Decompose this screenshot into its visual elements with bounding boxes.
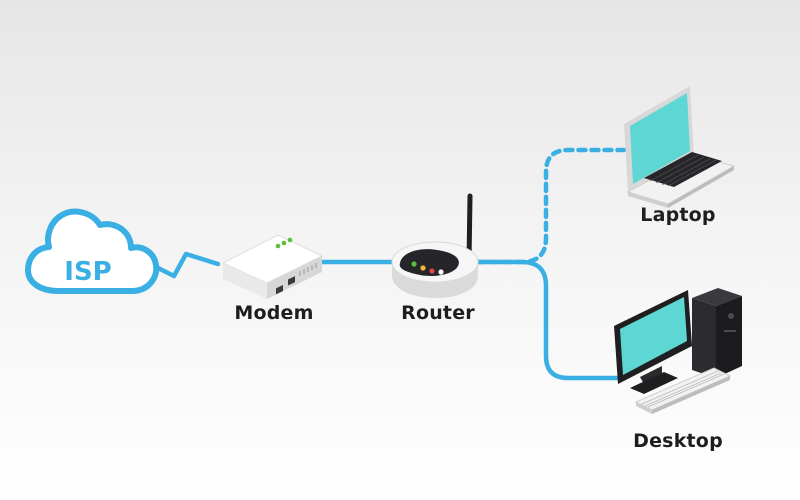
laptop-icon xyxy=(624,86,736,208)
desktop-screen xyxy=(620,297,687,375)
modem-icon xyxy=(221,234,324,299)
link-router-laptop xyxy=(475,147,627,265)
modem-port xyxy=(288,276,295,286)
modem-port xyxy=(276,284,283,295)
laptop-keyboard xyxy=(644,152,722,187)
link-router-desktop xyxy=(475,259,623,381)
modem-led-1 xyxy=(275,243,281,249)
router-icon xyxy=(391,193,479,298)
modem-led-2 xyxy=(281,240,287,246)
modem-led-3 xyxy=(287,237,293,243)
isp-label: ISP xyxy=(64,257,111,287)
router-led-4 xyxy=(438,269,444,275)
modem-label: Modem xyxy=(234,302,314,324)
router-led-3 xyxy=(429,268,435,274)
desktop-icon xyxy=(614,288,742,414)
router-led-2 xyxy=(420,265,426,271)
router-label: Router xyxy=(401,302,475,324)
connections xyxy=(143,147,627,381)
desktop-tower xyxy=(692,288,742,306)
laptop-label: Laptop xyxy=(640,204,716,226)
desktop-label: Desktop xyxy=(633,430,723,452)
wireless-link-isp-modem xyxy=(143,251,221,279)
isp-cloud-icon: ISP xyxy=(25,208,160,294)
router-led-1 xyxy=(411,261,417,267)
